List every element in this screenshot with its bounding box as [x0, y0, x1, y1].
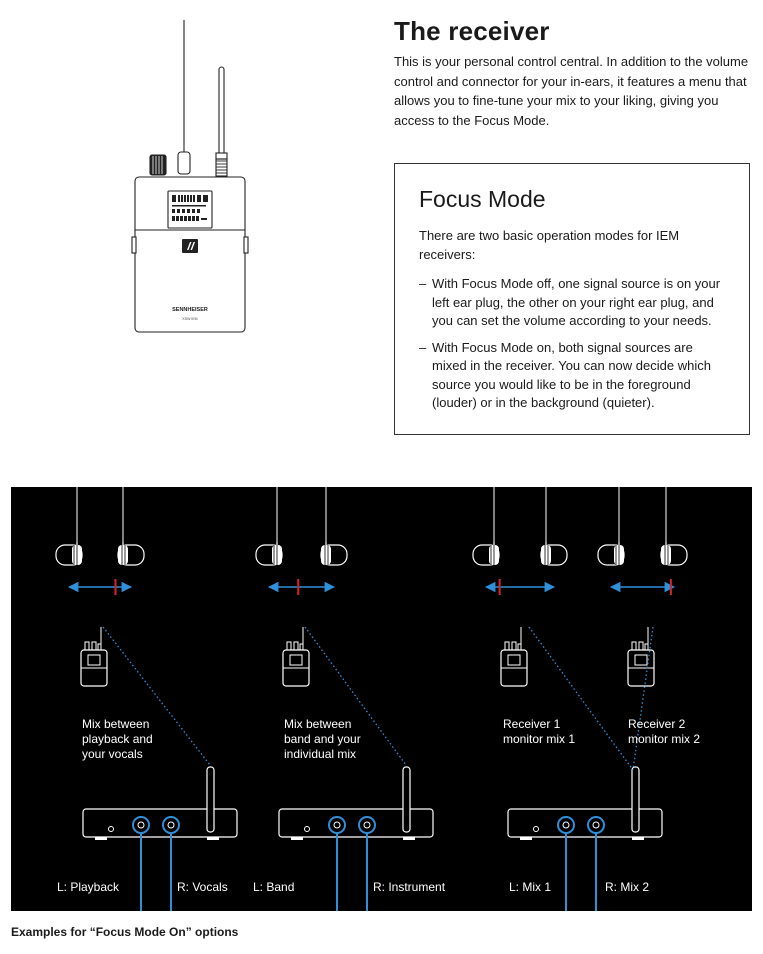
earbud-icon: [117, 487, 145, 566]
bullet-text: With Focus Mode on, both signal sources …: [432, 339, 711, 411]
earbud-icon: [255, 487, 283, 566]
transmitter-icon: [278, 766, 434, 911]
antenna: [206, 766, 215, 833]
input-jack: [358, 816, 376, 834]
receiver-label: monitor mix 2: [628, 732, 700, 746]
wireless-link: [102, 626, 211, 766]
diagram-caption: Examples for “Focus Mode On” options: [11, 925, 239, 939]
input-jack: [587, 816, 605, 834]
input-jack: [328, 816, 346, 834]
wireless-link: [528, 626, 634, 771]
transmitter-icon: [507, 766, 663, 911]
mix-label: Mix between: [82, 717, 149, 731]
receiver-label: monitor mix 1: [503, 732, 575, 746]
right-input-label: R: Vocals: [177, 880, 228, 894]
bullet-dash: –: [419, 276, 427, 291]
bodypack-icon: [282, 627, 310, 687]
mix-label: individual mix: [284, 747, 356, 761]
earbud-icon: [540, 487, 568, 566]
device-model: XSW IEM: [182, 317, 197, 321]
wireless-link: [304, 626, 407, 766]
device-brand: SENNHEISER: [172, 307, 208, 313]
receiver-illustration: SENNHEISER XSW IEM: [131, 20, 249, 333]
bodypack-icon: [627, 627, 655, 687]
focus-mode-bullet: – With Focus Mode on, both signal source…: [419, 339, 729, 413]
receiver-description: This is your personal control central. I…: [394, 54, 749, 128]
input-jack: [162, 816, 180, 834]
left-input-label: L: Band: [253, 880, 294, 894]
mix-label: band and your: [284, 732, 361, 746]
antenna: [631, 766, 640, 833]
wireless-link: [632, 626, 654, 771]
transmitter-icon: [82, 766, 238, 911]
bodypack-icon: [500, 627, 528, 687]
input-jack: [557, 816, 575, 834]
focus-mode-bullet: – With Focus Mode off, one signal source…: [419, 275, 729, 331]
focus-mode-title: Focus Mode: [419, 186, 546, 212]
bullet-text: With Focus Mode off, one signal source i…: [432, 276, 721, 328]
mix-label: playback and: [82, 732, 153, 746]
mix-label: Mix between: [284, 717, 351, 731]
focus-mode-intro: There are two basic operation modes for …: [419, 228, 680, 262]
input-jack: [132, 816, 150, 834]
earbud-icon: [55, 487, 83, 566]
antenna: [402, 766, 411, 833]
receiver-label: Receiver 2: [628, 717, 686, 731]
bodypack-icon: [80, 627, 108, 687]
bullet-dash: –: [419, 339, 427, 355]
earbud-icon: [597, 487, 625, 566]
earbud-icon: [320, 487, 348, 566]
earbud-icon: [472, 487, 500, 566]
left-input-label: L: Playback: [57, 880, 120, 894]
earbud-icon: [660, 487, 688, 566]
receiver-title: The receiver: [394, 16, 550, 46]
receiver-label: Receiver 1: [503, 717, 561, 731]
focus-mode-box: Focus Mode There are two basic operation…: [394, 163, 750, 435]
left-input-label: L: Mix 1: [509, 880, 551, 894]
right-input-label: R: Instrument: [373, 880, 446, 894]
mix-label: your vocals: [82, 747, 143, 761]
right-input-label: R: Mix 2: [605, 880, 649, 894]
